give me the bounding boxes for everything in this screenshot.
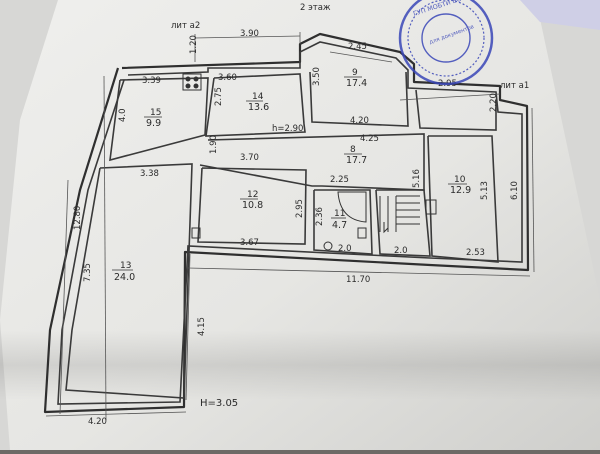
stamp-outer-ring — [398, 0, 494, 86]
room-13-area: 24.0 — [114, 272, 135, 283]
wall-right-top — [415, 89, 497, 131]
room-14-area: 9.9 — [146, 118, 161, 129]
wall-stair — [375, 189, 431, 257]
room-10-area: 12.9 — [450, 185, 471, 196]
dim-outer-1280: 12.80 — [73, 206, 83, 230]
dim-bottom-415: 4.15 — [197, 317, 207, 336]
dim-top-120: 1.20 — [189, 35, 199, 54]
dim-r13-side: 7.35 — [83, 263, 93, 282]
room-13-number: 13 — [120, 261, 131, 271]
label-lit-a1: лит а1 — [500, 81, 529, 91]
room-15-area: 13.6 — [248, 102, 269, 113]
pillar — [425, 199, 437, 215]
dim-r15-top: 3.60 — [218, 73, 237, 83]
dim-total-1170: 11.70 — [346, 275, 370, 285]
dim-r9-side: 3.50 — [312, 67, 322, 86]
dim-top-245: 2.45 — [348, 42, 367, 52]
stamp-inner-ring — [421, 13, 471, 63]
dim-r10-bottom: 2.53 — [466, 248, 485, 258]
dim-r12-bottom: 3.67 — [240, 238, 259, 248]
staircase — [379, 195, 420, 234]
room-8-area: 17.7 — [346, 155, 367, 166]
room-11-area: 4.7 — [332, 220, 347, 231]
dim-top-390: 3.90 — [240, 29, 259, 39]
dim-bath-width: 2.0 — [338, 244, 352, 254]
room-9-area: 17.4 — [346, 78, 367, 89]
dim-c-190: 1.90 — [209, 135, 219, 154]
dim-c-370: 3.70 — [240, 153, 259, 163]
dim-stair-width: 2.0 — [394, 246, 408, 256]
dim-c-516: 5.16 — [412, 169, 422, 188]
corner-sheet — [520, 0, 600, 30]
wall-room-11 — [313, 189, 373, 255]
wall-room-8 — [199, 133, 425, 191]
wall-room-10 — [427, 135, 499, 263]
dim-c-425: 4.25 — [360, 134, 379, 144]
dim-r10-side: 5.13 — [480, 181, 490, 200]
dim-r14-side: 4.0 — [118, 108, 128, 122]
dim-r14-top: 3.39 — [142, 76, 161, 86]
room-10-number: 10 — [454, 175, 466, 185]
dim-r9-bottom: 4.20 — [350, 116, 369, 126]
dim-outer-610: 6.10 — [510, 181, 520, 200]
outer-wall-left — [43, 32, 530, 414]
bath-fixtures — [323, 191, 367, 251]
label-ceiling-height: H=3.05 — [200, 398, 238, 409]
room-12-area: 10.8 — [242, 200, 263, 211]
phone-shadow — [0, 330, 600, 400]
wall-room-14 — [109, 77, 209, 162]
room-15-number: 14 — [252, 92, 264, 102]
stove-icon — [182, 73, 202, 91]
room-14-number: 15 — [150, 108, 161, 118]
wall-room-9 — [309, 71, 409, 127]
room-11-number: 11 — [334, 209, 345, 219]
dim-r12-side: 2.95 — [295, 199, 305, 218]
dim-r11-side: 2.36 — [315, 207, 325, 226]
label-lit-a2: лит а2 — [171, 21, 200, 31]
dim-bottom-420: 4.20 — [88, 417, 107, 427]
stamp-middle-ring — [407, 0, 485, 77]
wall-room-12 — [197, 167, 307, 245]
wall-room-15 — [205, 73, 306, 137]
outer-wall-inner-line — [57, 41, 523, 405]
dimension-lines — [45, 32, 535, 421]
floor-label: 2 этаж — [300, 3, 331, 13]
label-corridor-height: h=2.90 — [272, 124, 303, 134]
wall-room-13 — [65, 163, 193, 399]
dim-r13-top: 3.38 — [140, 169, 159, 179]
room-9-number: 9 — [352, 68, 358, 78]
room-12-number: 12 — [247, 190, 258, 200]
dim-c-225: 2.25 — [330, 175, 349, 185]
pillar — [191, 227, 201, 239]
dim-r15-side: 2.75 — [214, 87, 224, 106]
room-8-number: 8 — [350, 145, 356, 155]
dim-right-220: 2.20 — [489, 93, 499, 112]
